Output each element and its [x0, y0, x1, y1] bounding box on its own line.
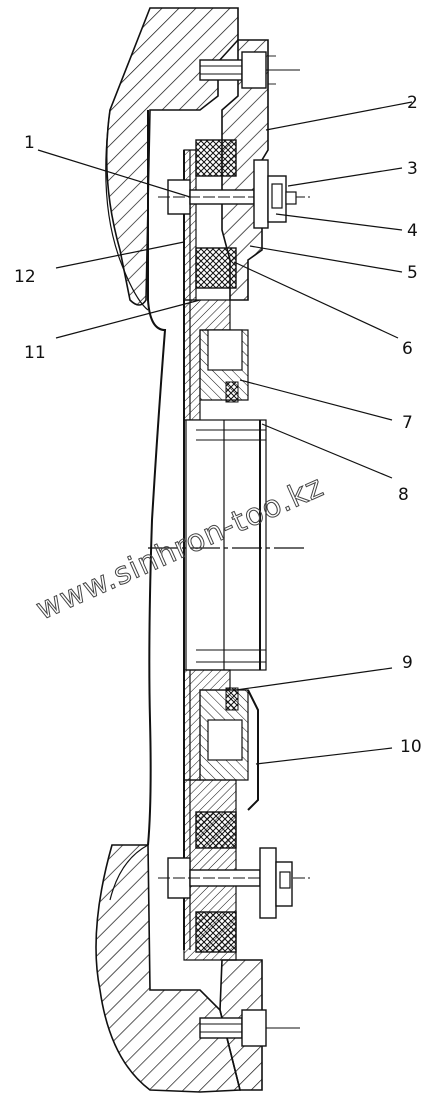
callout-3: 3	[407, 159, 418, 179]
callout-8: 8	[398, 485, 409, 505]
damper-spring-lower	[225, 687, 239, 711]
lower-through-bolt	[158, 847, 310, 919]
upper-through-bolt	[158, 159, 310, 229]
friction-pad-upper-1	[195, 139, 237, 177]
bottom-bolt	[199, 1009, 300, 1047]
callout-1: 1	[24, 133, 35, 153]
pressure-plate-cover	[221, 39, 269, 301]
damper-upper	[207, 329, 243, 371]
callout-4: 4	[407, 221, 418, 241]
damper-lower	[207, 719, 243, 761]
callout-7: 7	[402, 413, 413, 433]
callout-10: 10	[400, 737, 422, 757]
callout-11: 11	[24, 343, 46, 363]
flywheel-inner-profile	[147, 110, 167, 846]
callout-9: 9	[402, 653, 413, 673]
callout-2: 2	[407, 93, 418, 113]
friction-pad-upper-2	[195, 247, 237, 289]
friction-pad-lower-1	[195, 811, 237, 849]
callout-5: 5	[407, 263, 418, 283]
hub-spline	[185, 419, 267, 671]
callout-6: 6	[402, 339, 413, 359]
damper-spring-upper	[225, 381, 239, 403]
leader-lines	[37, 101, 413, 765]
top-bolt	[199, 51, 300, 89]
callout-12: 12	[14, 267, 36, 287]
friction-pad-lower-2	[195, 911, 237, 953]
